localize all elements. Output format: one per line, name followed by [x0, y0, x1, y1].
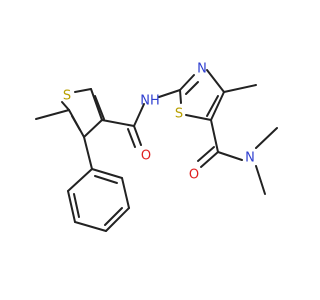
atom-labels: S O NH N S O N: [63, 62, 255, 183]
atom-o-carbonyl-1: O: [141, 149, 151, 164]
atom-s-thiophene: S: [63, 89, 71, 104]
atom-n-thiazole: N: [197, 62, 207, 77]
atom-nh-amide: NH: [140, 94, 160, 109]
bonds: [35, 69, 278, 232]
atom-o-carbonyl-2: O: [189, 168, 199, 183]
atom-n-dimethyl: N: [245, 151, 255, 166]
chemical-structure: S O NH N S O N: [35, 62, 278, 232]
atom-s-thiazole: S: [175, 107, 183, 122]
